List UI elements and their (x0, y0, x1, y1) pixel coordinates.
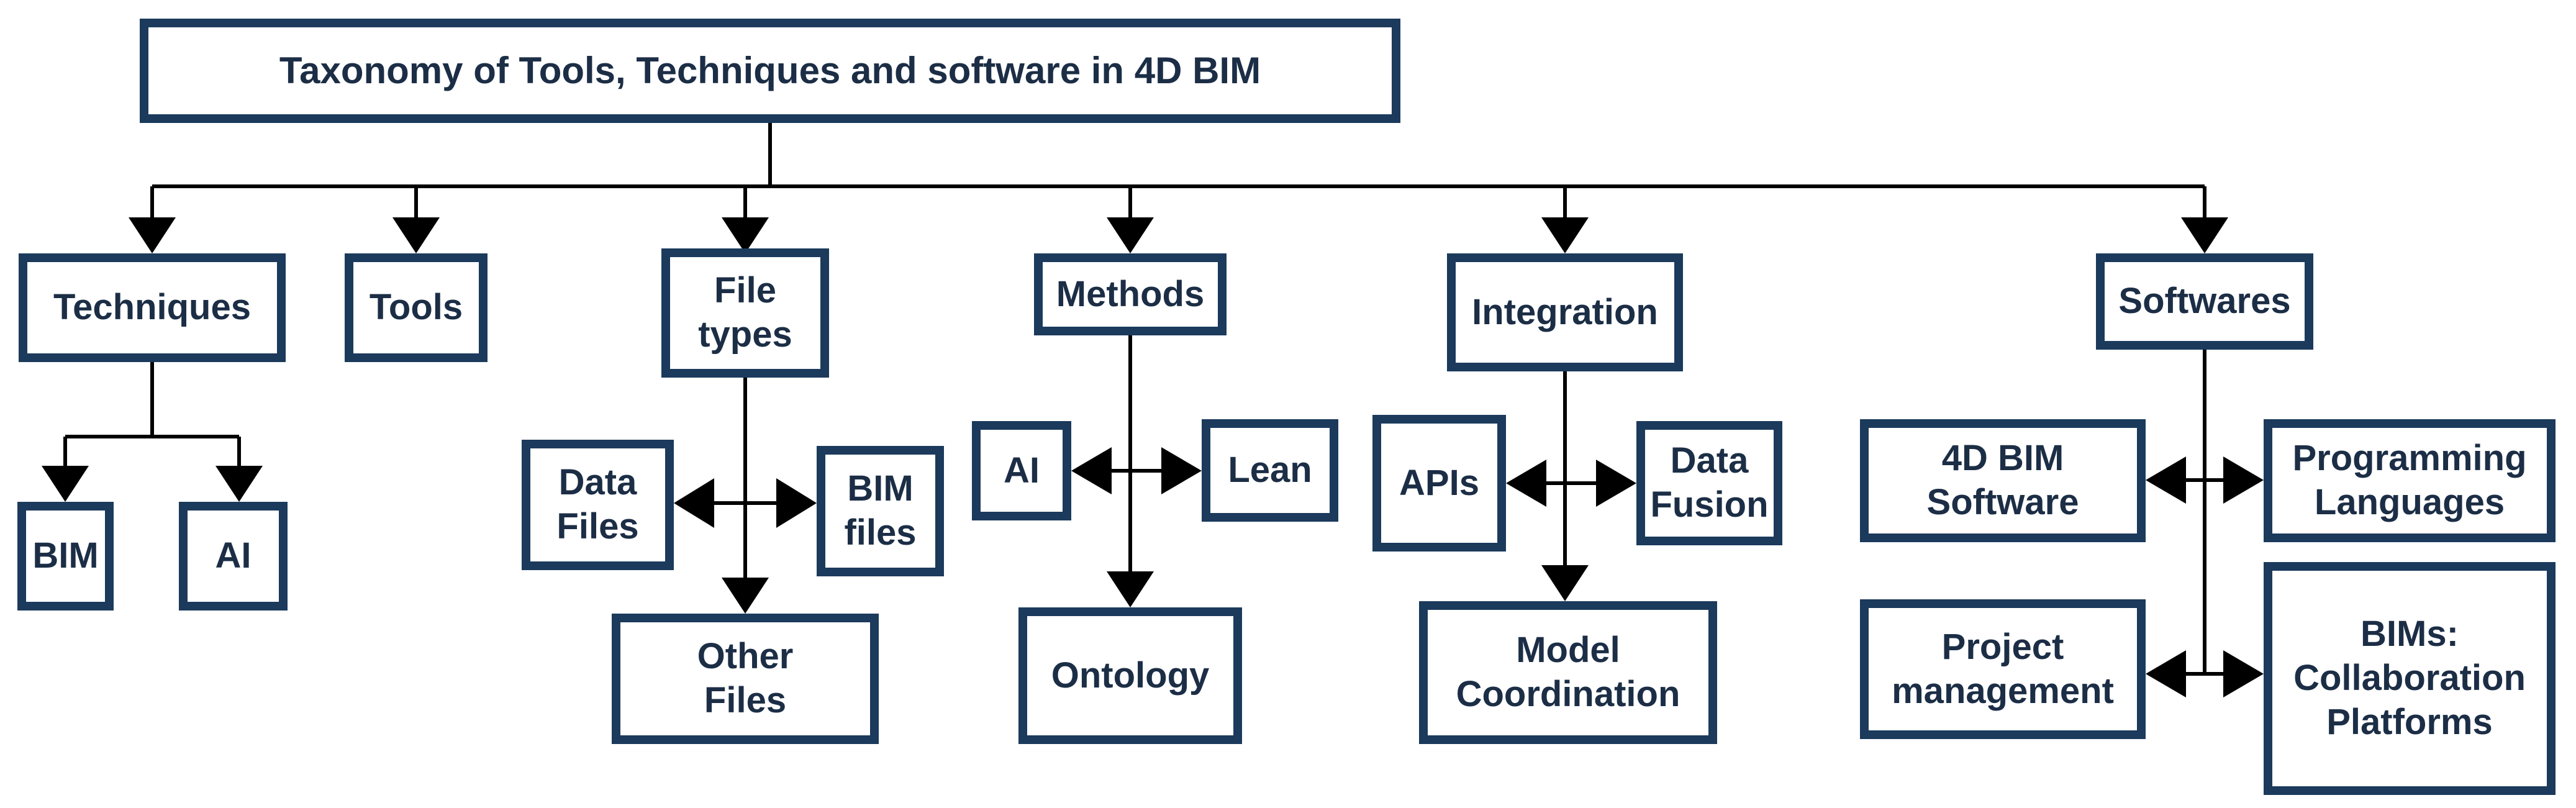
node-ontology: Ontology (1018, 607, 1242, 744)
node-programming-languages: Programming Languages (2264, 419, 2556, 542)
node-tools: Tools (345, 253, 488, 362)
node-softwares: Softwares (2096, 253, 2313, 350)
node-project-management: Project management (1860, 599, 2146, 739)
node-lean: Lean (1202, 419, 1338, 522)
node-data-fusion: Data Fusion (1636, 421, 1782, 545)
node-bim-files: BIM files (817, 446, 944, 576)
node-other-files: Other Files (612, 614, 879, 744)
node-techniques: Techniques (19, 253, 286, 362)
node-data-files: Data Files (522, 440, 674, 570)
root-node: Taxonomy of Tools, Techniques and softwa… (140, 19, 1400, 123)
node-apis: APIs (1372, 415, 1506, 552)
node-4d-bim-software: 4D BIM Software (1860, 419, 2146, 542)
node-methods-ai: AI (972, 421, 1071, 520)
node-techniques-bim: BIM (17, 502, 114, 611)
node-file-types: File types (661, 248, 829, 378)
techniques-branch (63, 362, 241, 466)
node-integration: Integration (1447, 253, 1683, 371)
node-collaboration-platforms: BIMs: Collaboration Platforms (2264, 562, 2556, 795)
node-methods: Methods (1034, 253, 1227, 335)
node-techniques-ai: AI (179, 502, 288, 611)
node-model-coordination: Model Coordination (1419, 601, 1717, 744)
